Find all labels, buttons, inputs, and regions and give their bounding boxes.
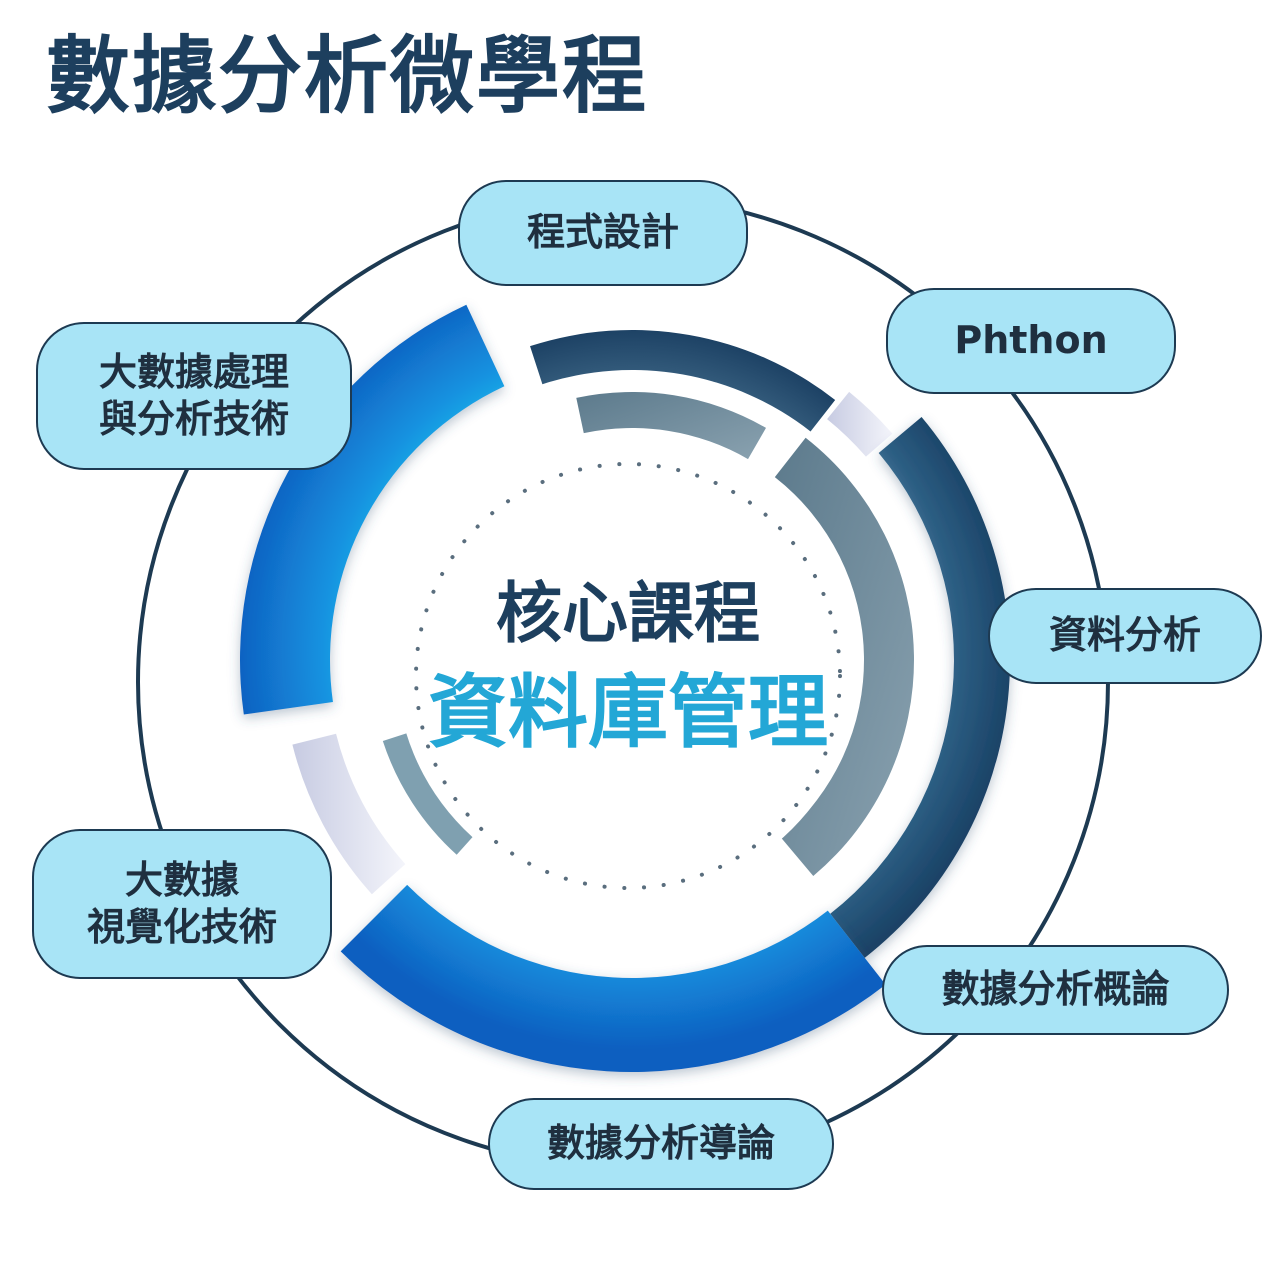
course-visualization-line1: 大數據 [124,857,239,902]
course-analytics-intro[interactable]: 數據分析導論 [488,1098,834,1190]
course-data-analysis-label: 資料分析 [1048,613,1201,658]
course-visualization[interactable]: 大數據 視覺化技術 [32,829,332,979]
course-big-data-line2: 與分析技術 [98,397,289,441]
page-title: 數據分析微學程 [46,27,649,125]
inner-segment-top [576,392,766,460]
course-data-analysis[interactable]: 資料分析 [988,588,1262,684]
segment-left-blue [239,304,505,715]
course-programming[interactable]: 程式設計 [458,180,748,286]
course-analytics-intro-label: 數據分析導論 [546,1121,775,1166]
segment-right-dark [830,417,1011,958]
course-python-label: Phthon [954,318,1108,363]
center-subject: 資料庫管理 [428,666,828,759]
accent-tab-lower-left [292,733,406,895]
accent-tab-upper-right [827,391,893,457]
course-programming-label: 程式設計 [526,210,679,255]
course-visualization-line2: 視覺化技術 [86,905,277,949]
inner-segment-left [382,731,477,855]
segment-top-dark [530,329,836,432]
center-heading: 核心課程 [496,575,760,652]
center-dotted-ring [414,462,842,890]
segment-bottom-blue [340,884,886,1072]
center-disc [396,433,860,897]
course-big-data[interactable]: 大數據處理 與分析技術 [36,322,352,470]
inner-segment-right [774,437,914,877]
course-analytics-overview-label: 數據分析概論 [941,967,1170,1012]
course-big-data-line1: 大數據處理 [98,349,289,394]
course-analytics-overview[interactable]: 數據分析概論 [882,945,1229,1035]
course-python[interactable]: Phthon [886,288,1176,394]
